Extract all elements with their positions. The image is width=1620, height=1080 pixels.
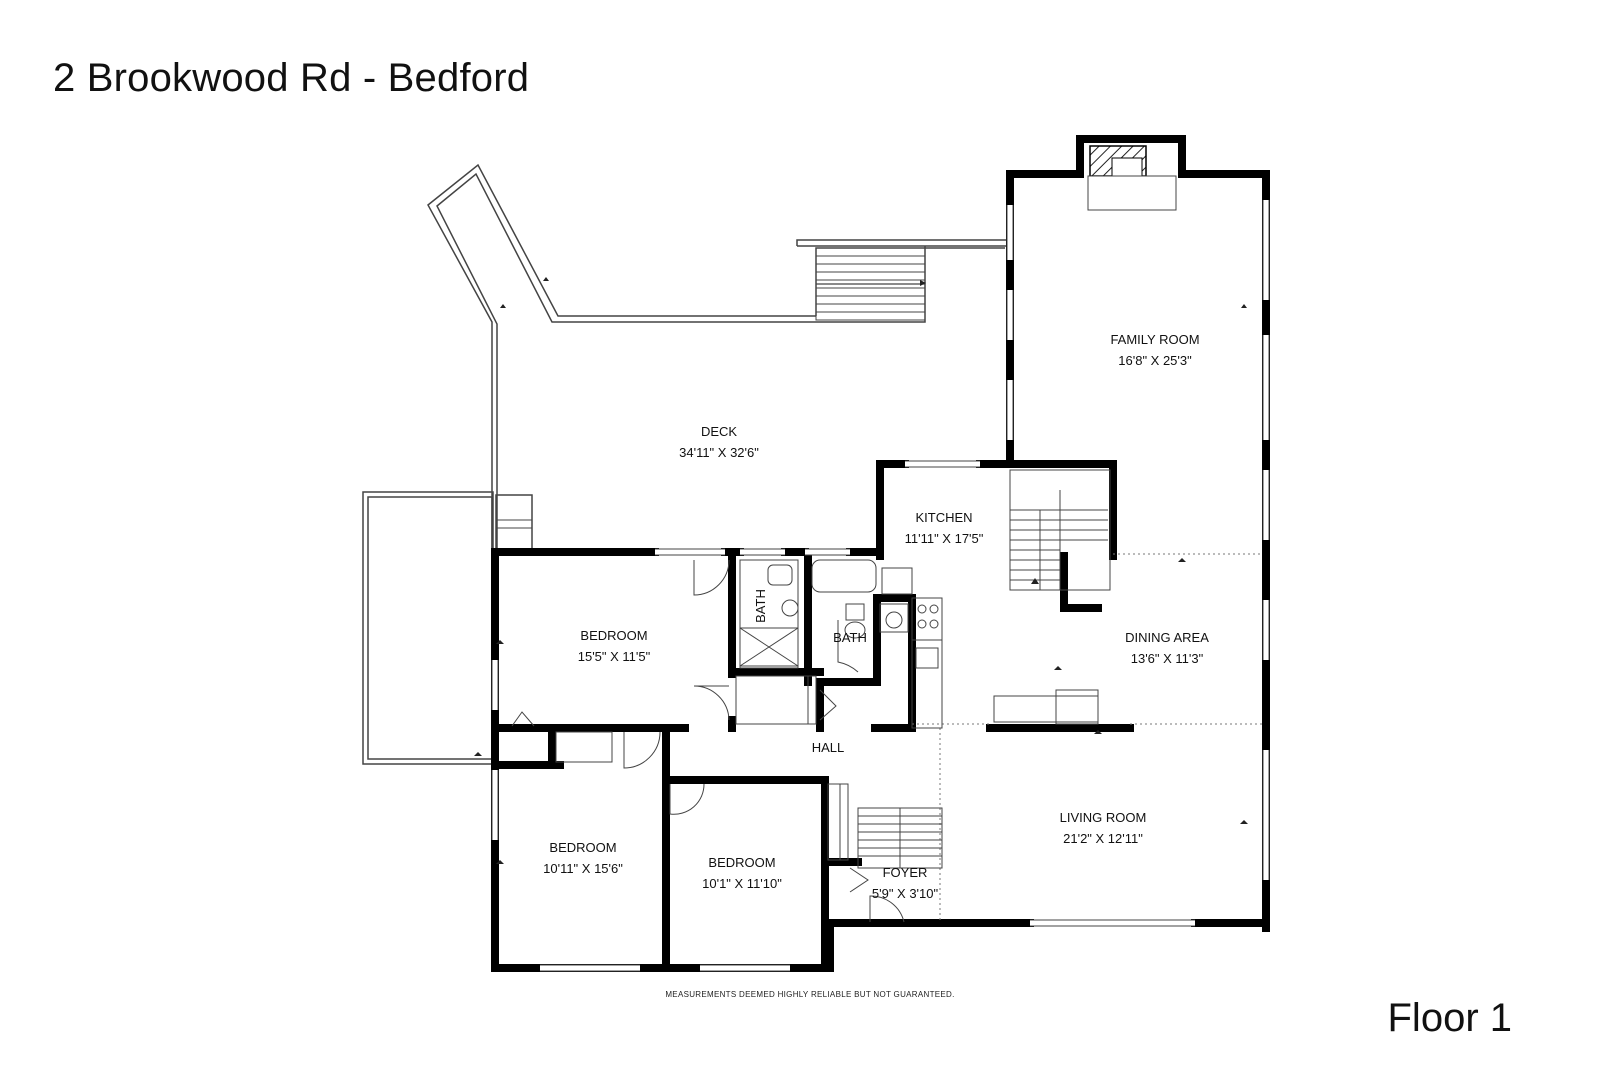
floor-label: Floor 1 [1387, 996, 1513, 1040]
measurement-disclaimer: MEASUREMENTS DEEMED HIGHLY RELIABLE BUT … [665, 990, 955, 999]
bedroom-3-dims: 10'1" X 11'10" [702, 876, 782, 891]
bedroom-2-dims: 10'11" X 15'6" [543, 861, 623, 876]
doors [511, 559, 905, 923]
deck-stairs [496, 247, 926, 529]
bedroom-1-name: BEDROOM [580, 628, 647, 643]
foyer-name: FOYER [883, 865, 928, 880]
bath-2-name: BATH [833, 630, 867, 645]
room-labels: DECK 34'11" X 32'6" FAMILY ROOM 16'8" X … [543, 332, 1209, 901]
dining-area-dims: 13'6" X 11'3" [1131, 651, 1204, 666]
hall-name: HALL [812, 740, 845, 755]
dining-area-name: DINING AREA [1125, 630, 1209, 645]
bedroom-2-name: BEDROOM [549, 840, 616, 855]
plan-title: 2 Brookwood Rd - Bedford [53, 56, 530, 100]
foyer-dims: 5'9" X 3'10" [872, 886, 939, 901]
kitchen-name: KITCHEN [915, 510, 972, 525]
living-room-name: LIVING ROOM [1060, 810, 1147, 825]
foyer-stairs [857, 807, 943, 869]
markers [474, 277, 1248, 864]
family-room-name: FAMILY ROOM [1110, 332, 1199, 347]
bedroom-1-dims: 15'5" X 11'5" [578, 649, 651, 664]
deck-name: DECK [701, 424, 737, 439]
kitchen-fixtures [881, 567, 1099, 729]
kitchen-dims: 11'11" X 17'5" [905, 531, 984, 546]
windows [492, 200, 1269, 971]
closets [555, 675, 849, 861]
fireplace [1087, 145, 1177, 211]
bath-1-name: BATH [753, 589, 768, 623]
interior-stairs [1009, 469, 1111, 591]
bath-fixtures [739, 559, 909, 669]
bedroom-3-name: BEDROOM [708, 855, 775, 870]
deck-dims: 34'11" X 32'6" [679, 445, 759, 460]
family-room-dims: 16'8" X 25'3" [1118, 353, 1192, 368]
living-room-dims: 21'2" X 12'11" [1063, 831, 1143, 846]
window-frames [491, 200, 1270, 972]
